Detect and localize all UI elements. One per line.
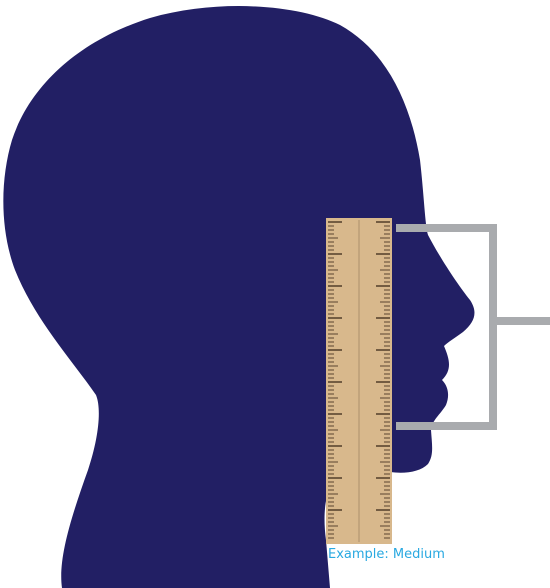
head-silhouette bbox=[3, 6, 474, 588]
size-caption: Example: Medium bbox=[328, 547, 445, 562]
ruler bbox=[326, 218, 392, 544]
